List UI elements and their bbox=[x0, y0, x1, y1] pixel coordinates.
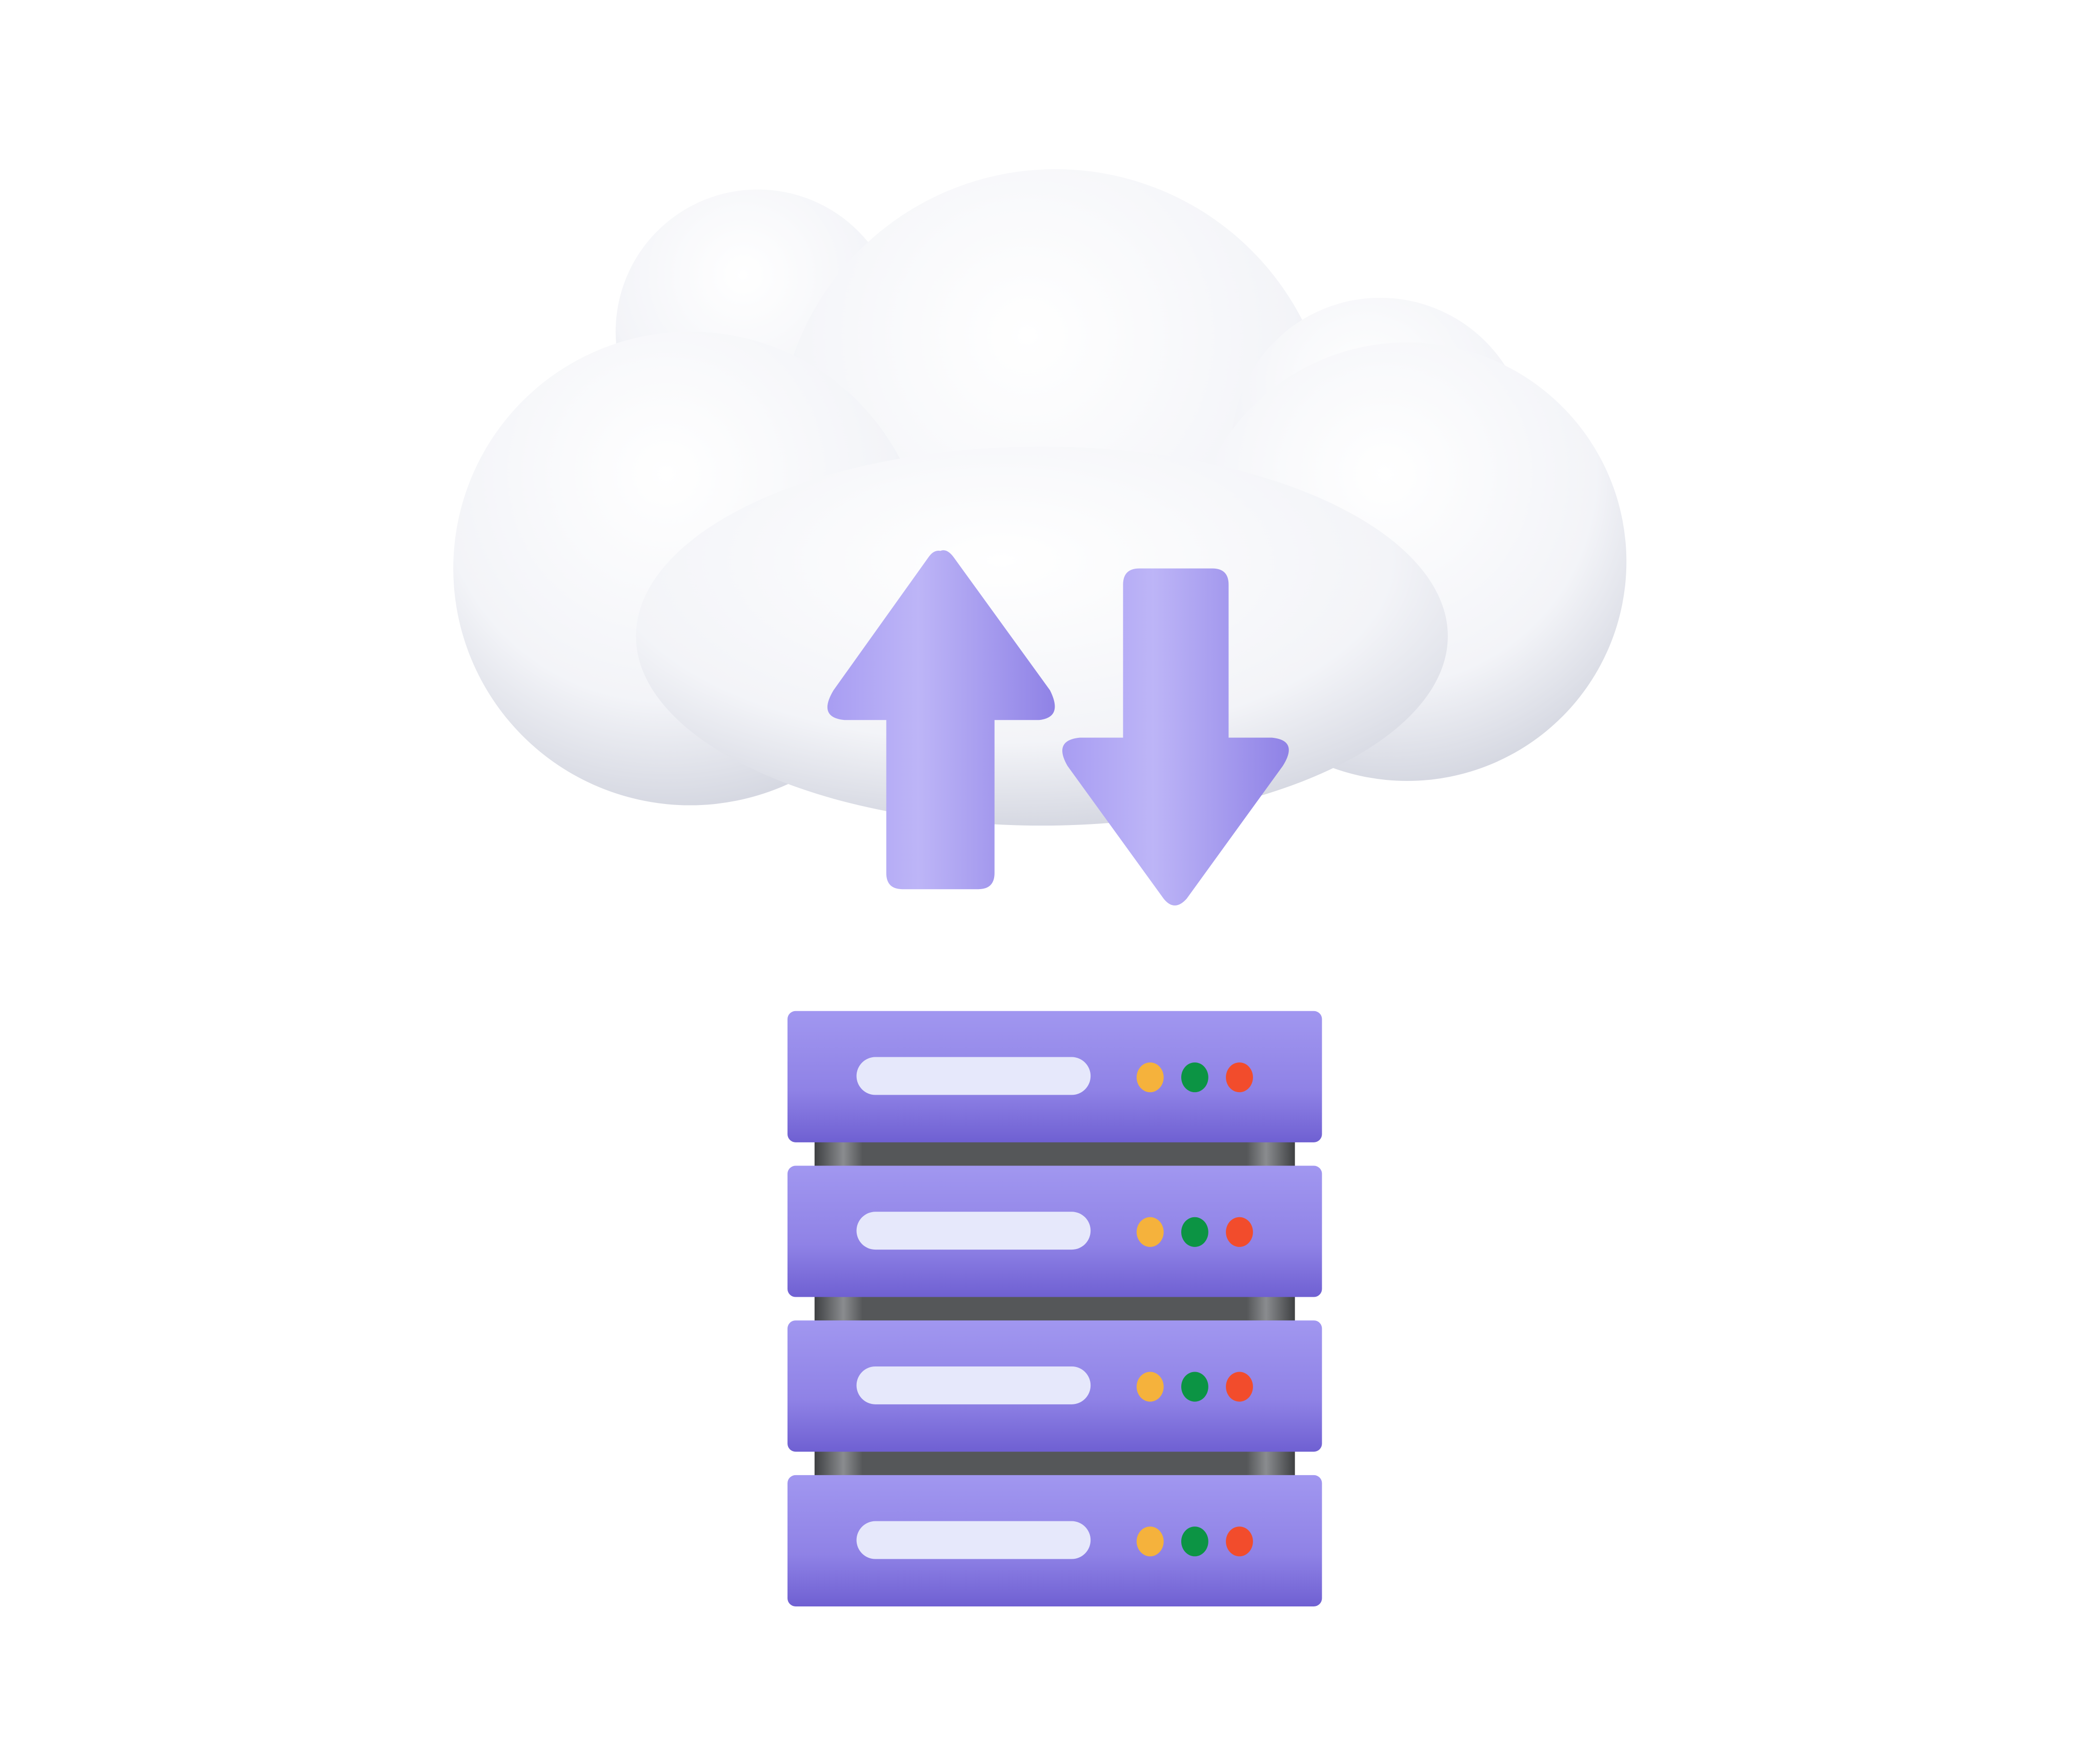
server-unit bbox=[788, 1320, 1322, 1452]
status-led-green bbox=[1181, 1062, 1208, 1093]
drive-slot bbox=[856, 1366, 1091, 1404]
status-led-green bbox=[1181, 1526, 1208, 1557]
status-led-yellow bbox=[1136, 1526, 1164, 1557]
server-unit bbox=[788, 1475, 1322, 1606]
cloud-icon bbox=[453, 169, 1627, 826]
status-led-red bbox=[1226, 1372, 1253, 1402]
status-led-red bbox=[1226, 1217, 1253, 1247]
status-led-green bbox=[1181, 1217, 1208, 1247]
upload-arrow-icon bbox=[827, 550, 1055, 890]
status-led-green bbox=[1181, 1372, 1208, 1402]
status-led-yellow bbox=[1136, 1217, 1164, 1247]
status-led-yellow bbox=[1136, 1062, 1164, 1093]
drive-slot bbox=[856, 1212, 1091, 1250]
status-led-red bbox=[1226, 1526, 1253, 1557]
status-led-red bbox=[1226, 1062, 1253, 1093]
drive-slot bbox=[856, 1521, 1091, 1559]
server-unit bbox=[788, 1011, 1322, 1142]
download-arrow-icon bbox=[1062, 568, 1289, 906]
status-led-yellow bbox=[1136, 1372, 1164, 1402]
drive-slot bbox=[856, 1057, 1091, 1095]
server-unit bbox=[788, 1165, 1322, 1297]
server-rack-icon bbox=[788, 1011, 1322, 1606]
